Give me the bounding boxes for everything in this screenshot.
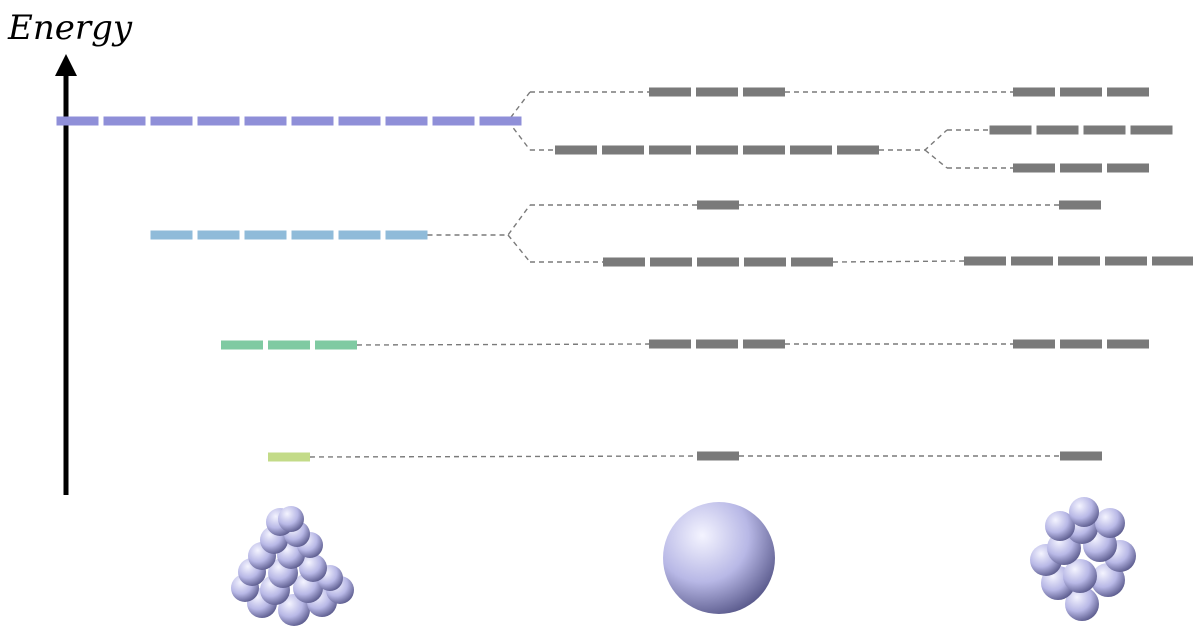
level-2-left-segment: [245, 231, 287, 240]
level-1-right-top-segment: [1107, 88, 1149, 97]
level-2-right-lower-segment: [1105, 257, 1147, 266]
sphere-body: [663, 502, 775, 614]
level-1-right-split-lower-segment: [1107, 164, 1149, 173]
level-3-right-segment: [1107, 340, 1149, 349]
level-1-left-segment: [386, 117, 428, 126]
level-1-right-split-upper-segment: [1131, 126, 1173, 135]
level-3-right-segment: [1013, 340, 1055, 349]
level-1-left-segment: [480, 117, 522, 126]
level-1-middle-lower-segment: [790, 146, 832, 155]
level-2-left-segment: [198, 231, 240, 240]
level-1-left-segment: [151, 117, 193, 126]
level-1-right-split-upper-segment: [1084, 126, 1126, 135]
level-2-right-lower-segment: [964, 257, 1006, 266]
level-2-right-lower-segment: [1011, 257, 1053, 266]
level-4-middle-segment: [697, 452, 739, 461]
icosahedral-cluster: [1030, 497, 1136, 621]
level-1-right-split-upper-segment: [1037, 126, 1079, 135]
level-1-right-top-segment: [1013, 88, 1055, 97]
level-1-left-segment: [292, 117, 334, 126]
energy-levels: [57, 88, 1193, 462]
level-2-middle-lower-segment: [744, 258, 786, 267]
pyramid-cluster-atom: [278, 506, 304, 532]
pyramid-cluster: [231, 506, 354, 626]
level-2-middle-lower-segment: [791, 258, 833, 267]
level-4-left-segment: [268, 453, 310, 462]
level-1-middle-lower-segment: [696, 146, 738, 155]
energy-axis-label: Energy: [8, 8, 132, 48]
icosahedral-cluster-atom: [1069, 497, 1099, 527]
level-1-middle-lower-segment: [837, 146, 879, 155]
level-1-middle-lower-segment: [743, 146, 785, 155]
level-3-connector-left: [357, 344, 649, 345]
level-1-left-segment: [104, 117, 146, 126]
level-2-left-segment: [386, 231, 428, 240]
level-2-right-lower-segment: [1152, 257, 1193, 266]
level-3-middle-segment: [649, 340, 691, 349]
level-3-left-segment: [315, 341, 357, 350]
level-1-left-segment: [198, 117, 240, 126]
level-1-middle-lower-segment: [649, 146, 691, 155]
level-2-connector-right-lower: [833, 261, 964, 262]
level-2-fork-left: [428, 205, 531, 262]
level-2-middle-lower-segment: [603, 258, 645, 267]
level-1-left-segment: [339, 117, 381, 126]
level-3-left-segment: [268, 341, 310, 350]
level-1-right-split-upper-segment: [990, 126, 1032, 135]
level-2-right-upper-segment: [1059, 201, 1101, 210]
level-1-middle-lower-segment: [555, 146, 597, 155]
level-1-left-segment: [433, 117, 475, 126]
level-3-right-segment: [1060, 340, 1102, 349]
level-4-connector-left: [310, 456, 697, 457]
level-2-left-segment: [151, 231, 193, 240]
level-1-right-split-lower-segment: [1013, 164, 1055, 173]
level-1-left-segment: [245, 117, 287, 126]
sphere: [663, 502, 775, 614]
level-1-right-split-lower-segment: [1060, 164, 1102, 173]
level-2-middle-lower-segment: [650, 258, 692, 267]
level-1-fork-right: [879, 130, 947, 168]
structures: [231, 497, 1136, 626]
icosahedral-cluster-atom: [1095, 508, 1125, 538]
level-1-right-top-segment: [1060, 88, 1102, 97]
level-2-right-lower-segment: [1058, 257, 1100, 266]
level-1-middle-upper-segment: [743, 88, 785, 97]
level-3-middle-segment: [743, 340, 785, 349]
level-3-middle-segment: [696, 340, 738, 349]
level-2-middle-lower-segment: [697, 258, 739, 267]
level-2-middle-upper-segment: [697, 201, 739, 210]
level-1-middle-upper-segment: [649, 88, 691, 97]
level-1-middle-lower-segment: [602, 146, 644, 155]
level-4-right-segment: [1060, 452, 1102, 461]
level-3-left-segment: [221, 341, 263, 350]
level-2-left-segment: [339, 231, 381, 240]
level-1-left-segment: [57, 117, 99, 126]
level-2-left-segment: [292, 231, 334, 240]
energy-axis-arrowhead: [55, 54, 77, 76]
level-1-middle-upper-segment: [696, 88, 738, 97]
